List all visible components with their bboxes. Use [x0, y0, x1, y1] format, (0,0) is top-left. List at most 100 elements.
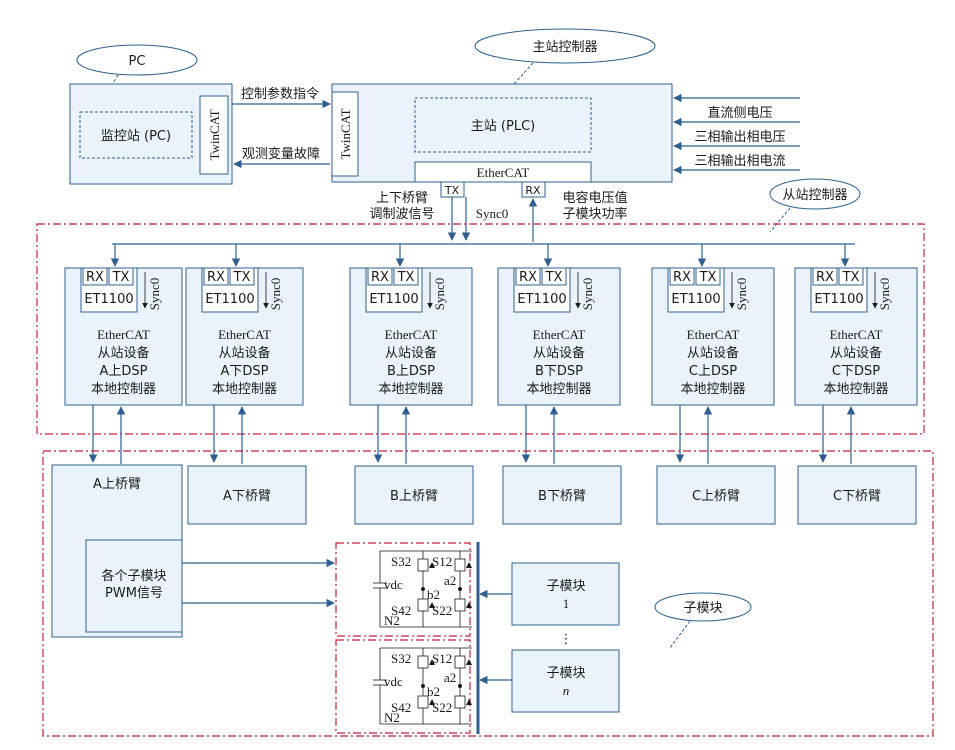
master-rx-label: RX	[525, 184, 541, 197]
modulation-label-2: 调制波信号	[369, 207, 434, 222]
submodule-1-label: 子模块	[546, 579, 585, 594]
arm-box-4: B下桥臂	[502, 465, 622, 525]
slave-device-label: 从站设备	[687, 345, 739, 361]
slave-dsp-label: C下DSP	[832, 364, 880, 379]
dc-voltage-label: 直流侧电压	[707, 106, 772, 121]
slave-dsp-label: B上DSP	[387, 364, 435, 379]
pc-callout-label: PC	[129, 54, 146, 69]
submodule-ellipsis: ⋮	[560, 632, 573, 647]
switch-s22-label: S22	[432, 603, 452, 618]
pwm-label-2: PWM信号	[105, 586, 163, 601]
cap-voltage-label: 电容电压值	[562, 190, 627, 206]
node-n2-label: N2	[384, 710, 400, 725]
slave-chip-label: ET1100	[369, 292, 418, 307]
slave-chip-label: ET1100	[671, 292, 720, 307]
node-n2-label: N2	[384, 613, 400, 628]
master-twincat-label: TwinCAT	[338, 108, 353, 159]
pc-twincat-label: TwinCAT	[207, 109, 222, 160]
slave-rx-label: RX	[86, 270, 104, 285]
arm-region-border	[42, 450, 934, 737]
arm-label: C上桥臂	[692, 489, 740, 504]
master-callout-label: 主站控制器	[532, 40, 597, 55]
slave-chip-label: ET1100	[814, 292, 863, 307]
slave-local-controller-label: 本地控制器	[526, 382, 591, 397]
slave-dsp-label: B下DSP	[535, 364, 583, 379]
slave-tx-label: TX	[233, 270, 251, 285]
slave-ethercat-label: EtherCAT	[533, 327, 586, 342]
slave-sync-label: Sync0	[147, 278, 162, 311]
arm-a-upper-block: A上桥臂 各个子模块 PWM信号	[51, 464, 335, 638]
pwm-label-1: 各个子模块	[101, 568, 166, 584]
node-b2-label: b2	[427, 684, 440, 699]
slave-rx-label: RX	[673, 270, 691, 285]
arm-box-6: C下桥臂	[797, 465, 917, 525]
slave-sync-label: Sync0	[877, 278, 892, 311]
slave-tx-label: TX	[112, 270, 130, 285]
vdc-label: vdc	[384, 577, 403, 592]
observe-label: 观测变量故障	[242, 146, 320, 162]
arm-box-5: C上桥臂	[656, 465, 776, 525]
slave-device-label: 从站设备	[533, 345, 585, 361]
slave-device-label: 从站设备	[385, 345, 437, 361]
switch-s42-label: S42	[391, 603, 411, 618]
submodule-callout-label: 子模块	[683, 601, 722, 616]
node-a2-label: a2	[444, 573, 456, 588]
switch-s32-label: S32	[391, 554, 411, 569]
submodule-blocks: 子模块 1 ⋮ 子模块 n	[479, 562, 620, 713]
phase-voltage-label: 三相输出相电压	[694, 129, 785, 145]
module-power-label: 子模块功率	[562, 206, 627, 222]
slave-sync-label: Sync0	[734, 278, 749, 311]
slave-chip-label: ET1100	[205, 292, 254, 307]
arm-box-2: A下桥臂	[187, 465, 307, 525]
master-ethercat-label: EtherCAT	[477, 165, 530, 180]
switch-s12-label: S12	[432, 554, 452, 569]
slave-device-label: 从站设备	[830, 345, 882, 361]
slave-tx-label: TX	[545, 270, 563, 285]
plc-label: 主站 (PLC)	[471, 119, 535, 134]
master-callout: 主站控制器	[474, 28, 656, 95]
master-tx-label: TX	[444, 184, 460, 197]
submodule-n-box	[511, 649, 620, 713]
slave-ethercat-label: EtherCAT	[385, 327, 438, 342]
slave-local-controller-label: 本地控制器	[378, 382, 443, 397]
slave-chip-label: ET1100	[84, 292, 133, 307]
slave-rx-label: RX	[816, 270, 834, 285]
slave-dsp-label: A下DSP	[221, 364, 269, 379]
arm-label: B上桥臂	[390, 489, 438, 504]
switch-s32-label: S32	[391, 651, 411, 666]
submodule-callout: 子模块	[654, 592, 752, 649]
slave-tx-label: TX	[699, 270, 717, 285]
slave-callout: 从站控制器	[769, 178, 861, 233]
submodule-n-label: 子模块	[546, 666, 585, 681]
monitor-station-label: 监控站 (PC)	[101, 129, 171, 144]
switch-s12-label: S12	[432, 651, 452, 666]
slave-local-controller-label: 本地控制器	[680, 382, 745, 397]
slave-local-controller-label: 本地控制器	[91, 382, 156, 397]
slave-ethercat-label: EtherCAT	[687, 327, 740, 342]
arm-label: C下桥臂	[833, 489, 881, 504]
switch-s42-label: S42	[391, 700, 411, 715]
arm-row: A下桥臂 B上桥臂 B下桥臂 C上桥臂 C下桥臂	[187, 465, 917, 525]
slave-device-label: 从站设备	[97, 345, 149, 361]
pc-block: 监控站 (PC) TwinCAT	[69, 83, 233, 185]
arm-label: A下桥臂	[223, 489, 271, 504]
slave-sync-label: Sync0	[580, 278, 595, 311]
slave-ethercat-label: EtherCAT	[218, 327, 271, 342]
slave-device-label: 从站设备	[218, 345, 270, 361]
node-a2-label: a2	[444, 670, 456, 685]
slave-dsp-label: C上DSP	[689, 364, 737, 379]
submodule-n-index: n	[563, 683, 570, 698]
switch-s22-label: S22	[432, 700, 452, 715]
master-bus-links: 上下桥臂 调制波信号 Sync0 电容电压值 子模块功率	[369, 190, 628, 242]
slave-callout-label: 从站控制器	[782, 188, 847, 203]
slave-rx-label: RX	[207, 270, 225, 285]
arm-label: B下桥臂	[538, 489, 586, 504]
arm-a-upper-label: A上桥臂	[93, 477, 141, 492]
slave-ethercat-label: EtherCAT	[830, 327, 883, 342]
